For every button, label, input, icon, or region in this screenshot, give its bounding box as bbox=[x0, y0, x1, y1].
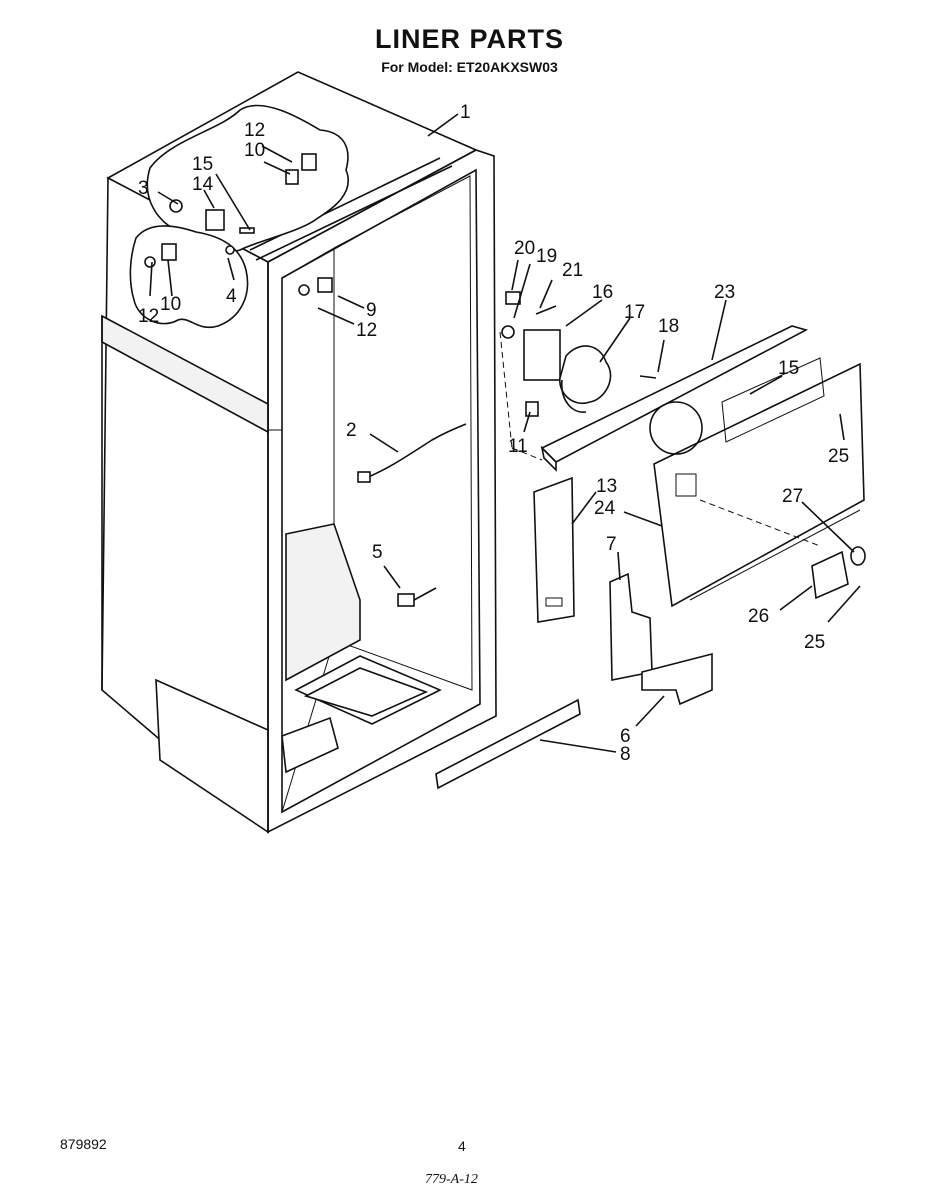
callout-20: 20 bbox=[514, 238, 535, 259]
small-hardware bbox=[144, 153, 467, 607]
handwritten-code: 779-A-12 bbox=[425, 1172, 478, 1187]
model-subtitle: For Model: ET20AKXSW03 bbox=[381, 59, 558, 75]
callout-27: 27 bbox=[782, 486, 803, 507]
callout-14: 14 bbox=[192, 174, 214, 195]
callout-5: 5 bbox=[372, 542, 383, 563]
callout-labels: 1 2 3 4 5 6 7 8 9 10 10 11 12 12 12 13 1… bbox=[138, 102, 849, 765]
callout-18: 18 bbox=[658, 316, 679, 337]
callout-15-right: 15 bbox=[778, 358, 799, 379]
callout-7: 7 bbox=[606, 534, 617, 555]
callout-13: 13 bbox=[596, 476, 617, 497]
callout-17: 17 bbox=[624, 302, 645, 323]
callout-16: 16 bbox=[592, 282, 613, 303]
callout-12-left: 12 bbox=[138, 306, 159, 327]
callout-12-top: 12 bbox=[244, 120, 265, 141]
callout-3: 3 bbox=[138, 178, 149, 199]
callout-26: 26 bbox=[748, 606, 769, 627]
callout-19: 19 bbox=[536, 246, 557, 267]
callout-1: 1 bbox=[460, 102, 471, 123]
callout-10-left: 10 bbox=[160, 294, 181, 315]
callout-9: 9 bbox=[366, 300, 377, 321]
document-number: 879892 bbox=[60, 1136, 107, 1152]
leader-lines bbox=[149, 113, 861, 753]
callout-10-top: 10 bbox=[244, 140, 265, 161]
callout-2: 2 bbox=[346, 420, 357, 441]
callout-25-right: 25 bbox=[828, 446, 849, 467]
callout-24: 24 bbox=[594, 498, 616, 519]
page-title: LINER PARTS bbox=[374, 24, 564, 54]
callout-4: 4 bbox=[226, 286, 237, 307]
cutaway-detail-rear bbox=[129, 104, 349, 329]
page-number: 4 bbox=[458, 1138, 466, 1154]
callout-25-bottom: 25 bbox=[804, 632, 825, 653]
callout-6: 6 bbox=[620, 726, 631, 747]
callout-11: 11 bbox=[508, 436, 528, 457]
fan-assembly bbox=[435, 291, 866, 790]
callout-12-mid: 12 bbox=[356, 320, 377, 341]
callout-23: 23 bbox=[714, 282, 735, 303]
callout-21: 21 bbox=[562, 260, 583, 281]
callout-8: 8 bbox=[620, 744, 631, 765]
callout-15-top: 15 bbox=[192, 154, 213, 175]
